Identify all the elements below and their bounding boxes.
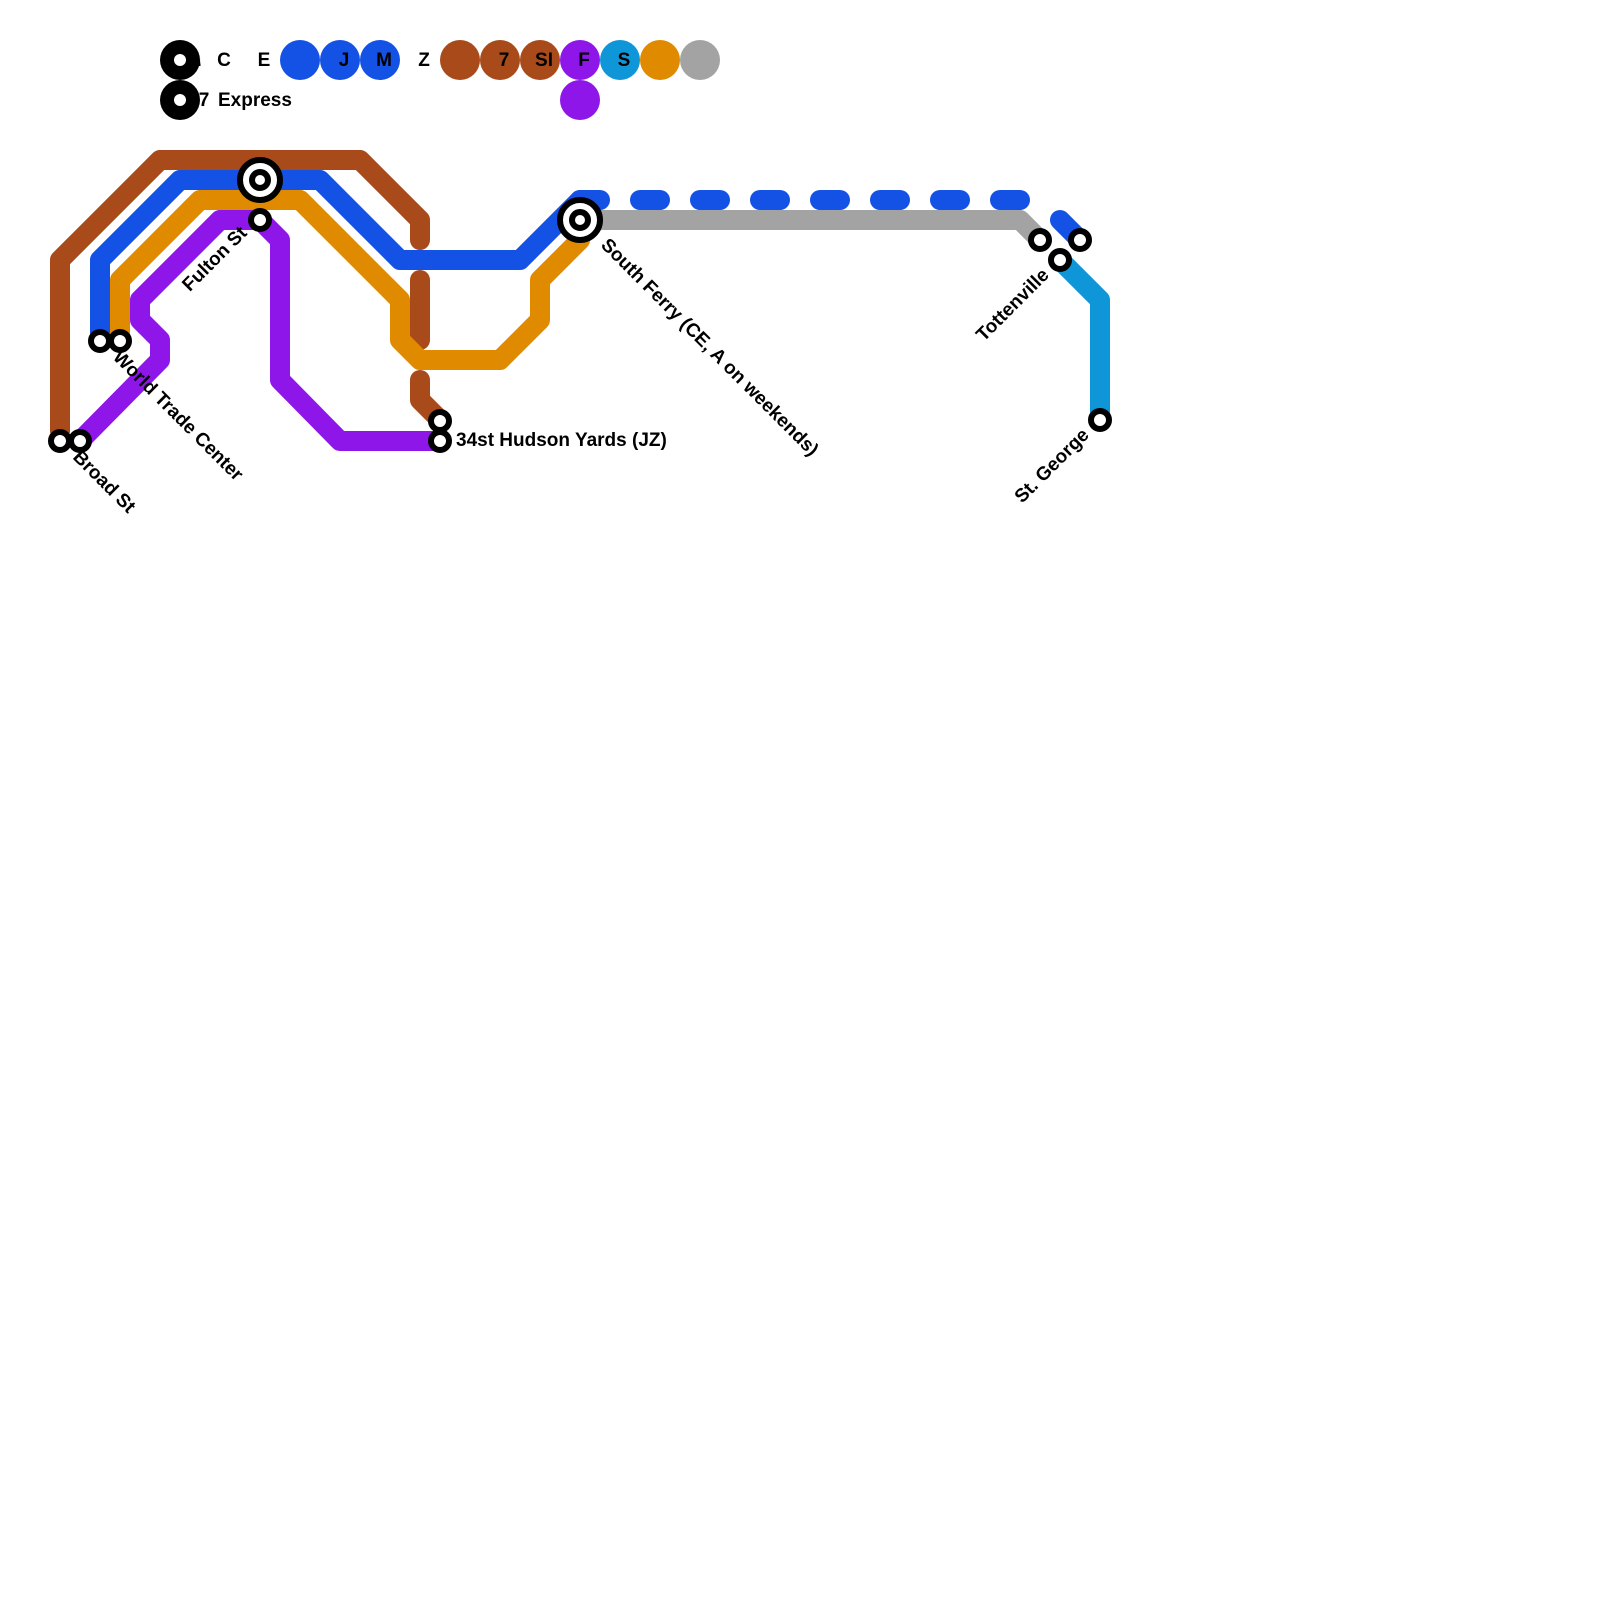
legend-bullet-circle <box>360 40 400 80</box>
legend-bullet <box>680 40 720 80</box>
legend-bullet: Z <box>400 40 440 80</box>
orange-line <box>110 190 590 370</box>
legend-bullet <box>560 80 600 120</box>
legend-bullet-label: S <box>618 50 631 71</box>
station-label-broad-st: Broad St <box>68 447 139 518</box>
station-marker-fulton-st[interactable] <box>248 208 272 232</box>
legend: ACEJMZ7SIFS7Express <box>160 40 720 120</box>
legend-bullet-dot <box>174 54 186 66</box>
legend-bullet-circle <box>320 40 360 80</box>
legend-bullet <box>440 40 480 80</box>
station-marker-broad-st-2[interactable] <box>68 429 92 453</box>
station-marker-tottenville-3[interactable] <box>1068 228 1092 252</box>
legend-bullet: C <box>200 40 240 80</box>
legend-bullet-circle <box>560 80 600 120</box>
station-marker-world-trade-center-2[interactable] <box>108 329 132 353</box>
purple-line <box>70 210 450 451</box>
legend-bullet: J <box>320 40 360 80</box>
legend-bullet-dot <box>174 94 186 106</box>
legend-bullet-label: M <box>376 50 392 71</box>
station-label-hudson-yards: 34st Hudson Yards (JZ) <box>456 430 667 451</box>
station-label-st-george: St. George <box>1011 425 1094 508</box>
legend-bullet-circle <box>560 40 600 80</box>
legend-bullet <box>640 40 680 80</box>
legend-bullet: F <box>560 40 600 80</box>
station-marker-hudson-yards[interactable] <box>428 409 452 433</box>
legend-bullet-circle <box>200 40 240 80</box>
station-marker-st-george[interactable] <box>1088 408 1112 432</box>
legend-bullet-circle <box>680 40 720 80</box>
legend-bullet-circle <box>400 40 440 80</box>
station-marker-fulton-st-interchange-inner <box>249 169 271 191</box>
legend-bullet-circle <box>280 40 320 80</box>
legend-express-label: Express <box>218 90 292 111</box>
station-marker-hudson-yards-2[interactable] <box>428 429 452 453</box>
legend-bullet-label: SI <box>535 50 553 71</box>
legend-bullet: M <box>360 40 400 80</box>
legend-bullet: SI <box>520 40 560 80</box>
legend-bullet-circle <box>440 40 480 80</box>
legend-bullet: E <box>240 40 280 80</box>
gray-line <box>570 210 1050 250</box>
station-marker-broad-st[interactable] <box>48 429 72 453</box>
station-marker-tottenville-2[interactable] <box>1048 248 1072 272</box>
station-label-world-trade-center: World Trade Center <box>108 347 247 486</box>
legend-bullet-circle <box>480 40 520 80</box>
legend-bullet-label: E <box>258 50 271 71</box>
legend-bullet-circle <box>520 40 560 80</box>
legend-bullet-circle <box>640 40 680 80</box>
station-label-south-ferry: South Ferry (CE, A on weekends) <box>596 235 822 461</box>
station-marker-tottenville[interactable] <box>1028 228 1052 252</box>
station-marker-world-trade-center[interactable] <box>88 329 112 353</box>
station-label-tottenville: Tottenville <box>972 265 1053 346</box>
legend-bullet-label: F <box>578 50 590 71</box>
legend-bullet-circle <box>600 40 640 80</box>
legend-bullet: 7 <box>160 80 209 120</box>
legend-bullet <box>280 40 320 80</box>
legend-bullet-circle <box>240 40 280 80</box>
station-marker-south-ferry-interchange-inner <box>569 209 591 231</box>
teal-line <box>1050 250 1110 430</box>
legend-bullet: 7 <box>480 40 520 80</box>
legend-bullet-label: Z <box>418 50 430 71</box>
legend-bullet-label: 7 <box>199 90 210 111</box>
legend-bullet-label: C <box>217 50 231 71</box>
legend-bullet: S <box>600 40 640 80</box>
legend-bullet-label: 7 <box>499 50 510 71</box>
legend-bullet-label: J <box>339 50 350 71</box>
blue-line <box>90 170 590 343</box>
